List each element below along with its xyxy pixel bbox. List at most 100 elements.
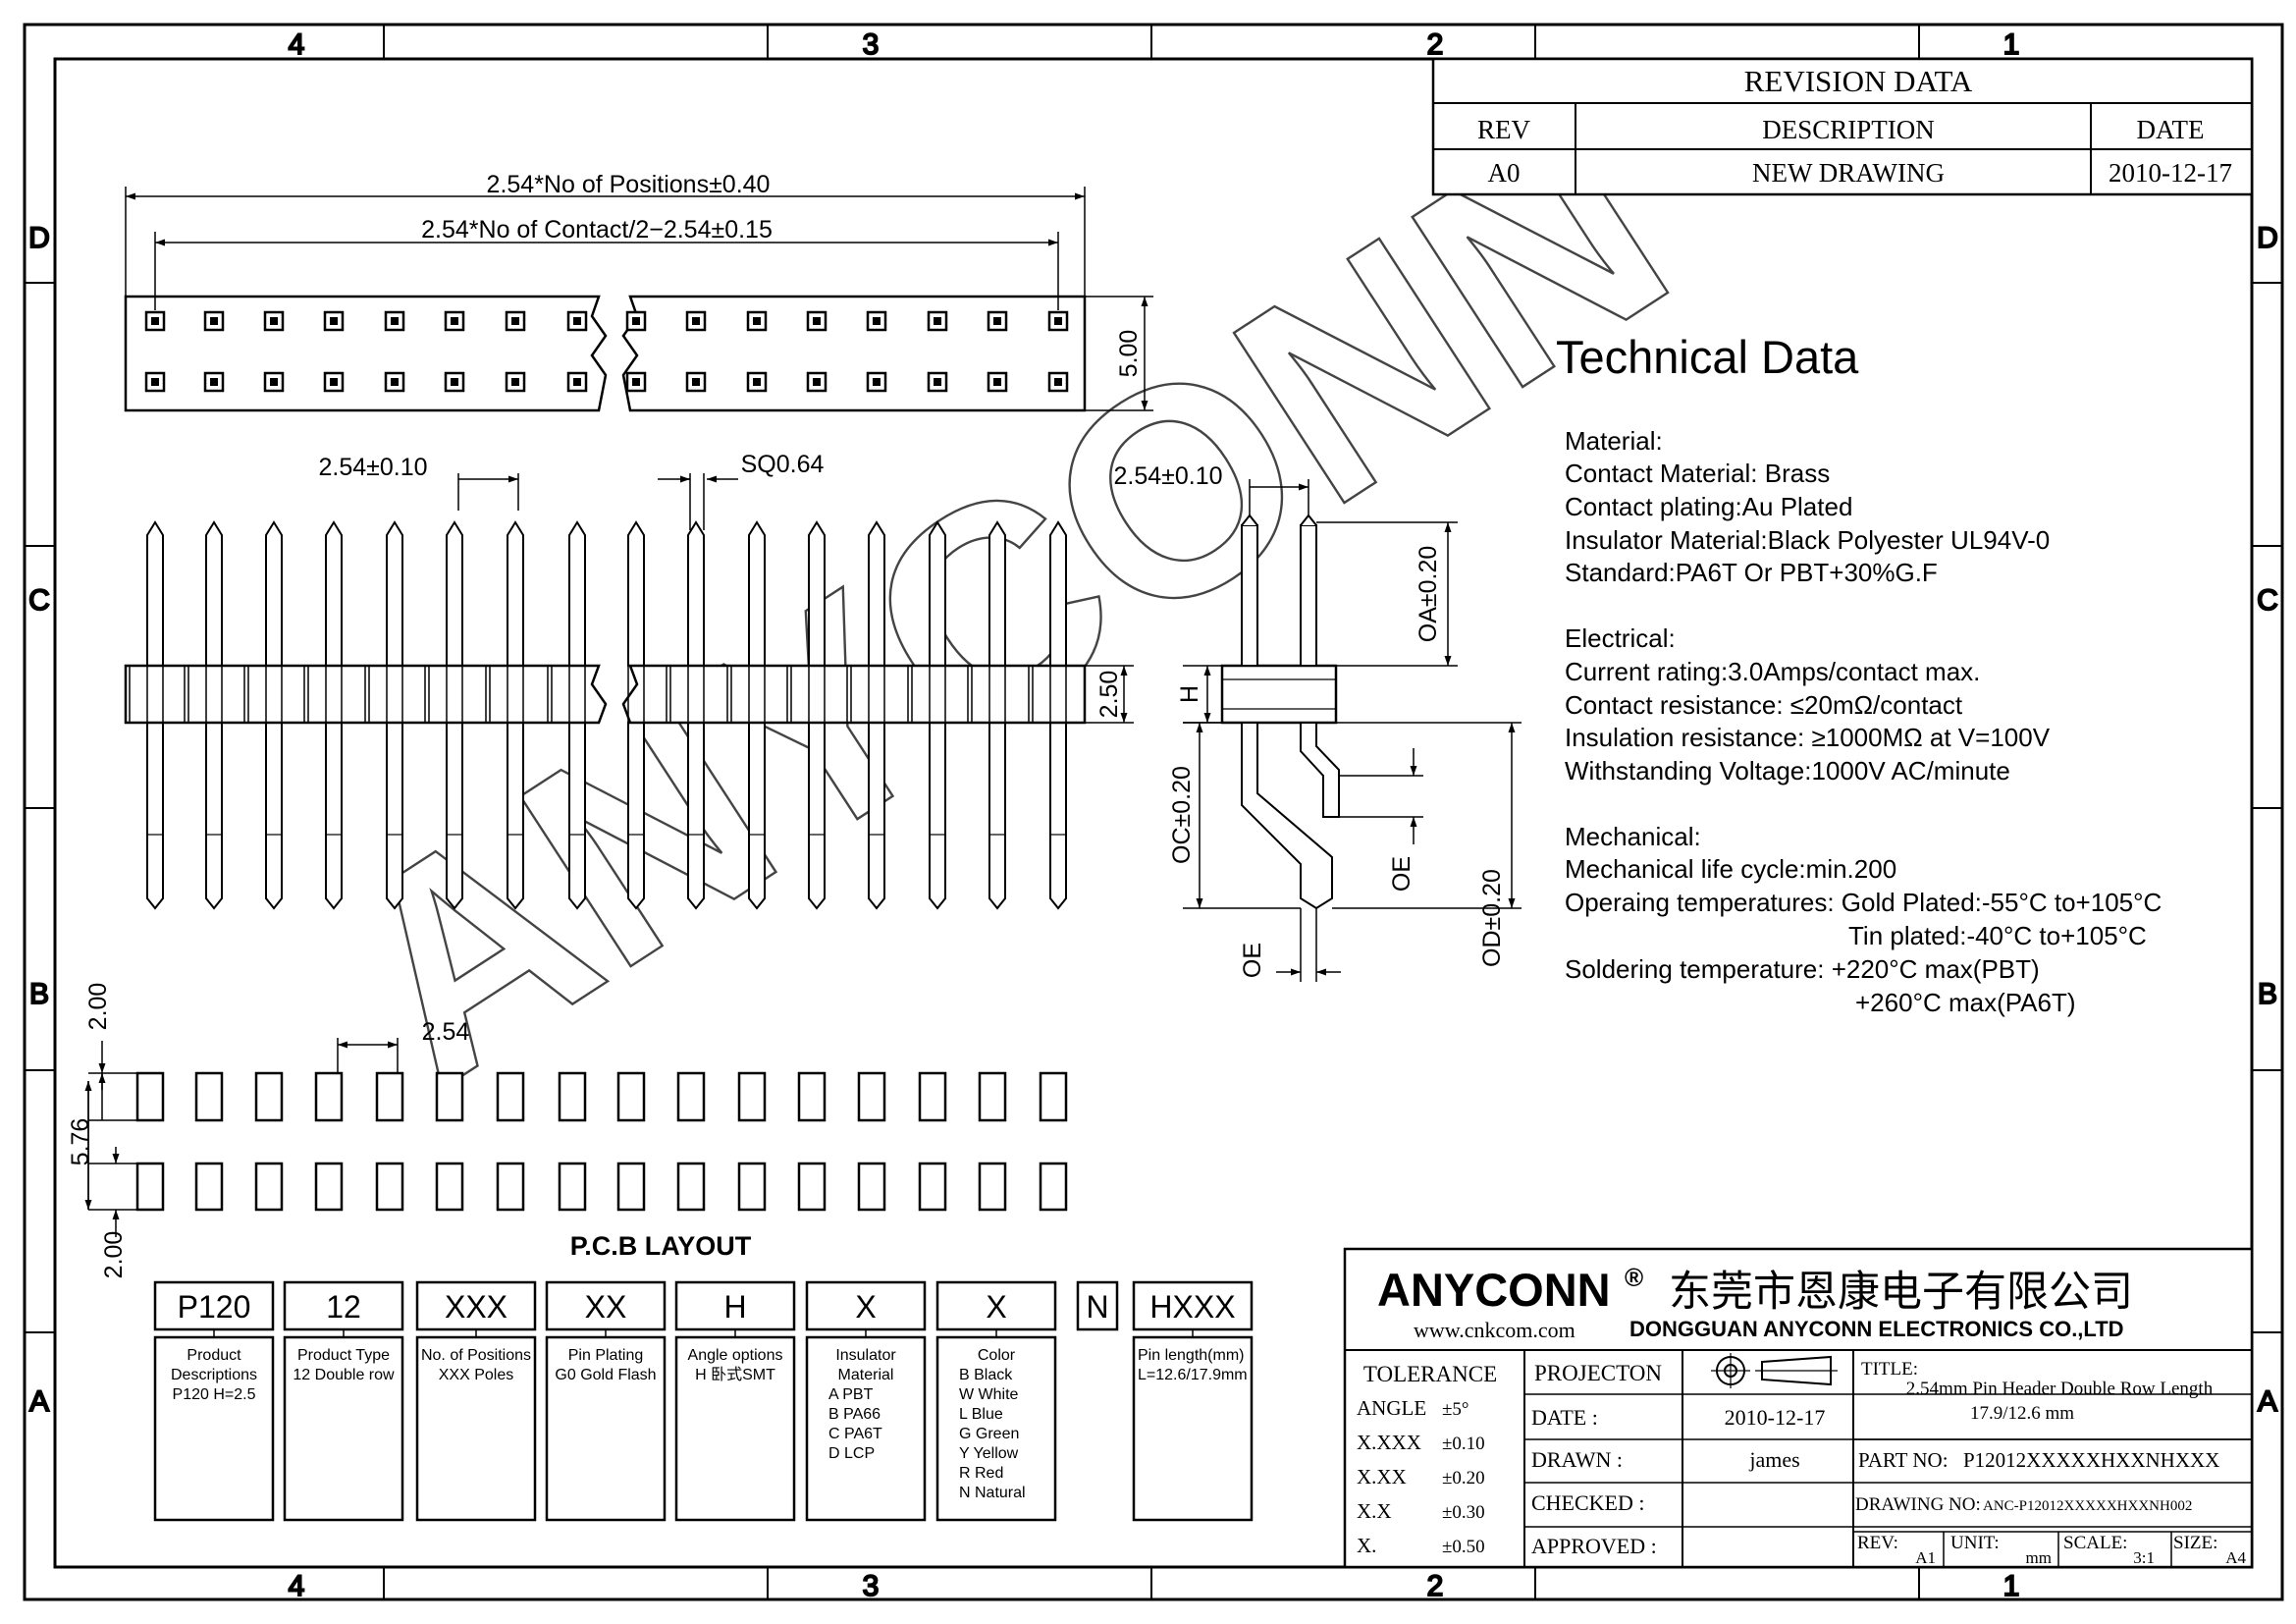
pin-upper bbox=[1049, 520, 1067, 667]
technical-data-line: Tin plated:-40°C to+105°C bbox=[1848, 921, 2147, 950]
part-code-value: X bbox=[986, 1289, 1006, 1325]
zone-row-label: D bbox=[2257, 222, 2278, 254]
projection-symbol-icon bbox=[1711, 1353, 1838, 1388]
tolerance-value: ±0.50 bbox=[1442, 1537, 1485, 1557]
pcb-pad bbox=[496, 1071, 525, 1122]
zone-row-label: C bbox=[28, 584, 50, 617]
zone-row-label: A bbox=[2258, 1385, 2277, 1418]
technical-data: Technical Data Material: Contact Material… bbox=[1556, 331, 2162, 1017]
pin-upper bbox=[988, 520, 1006, 667]
pin-lower bbox=[386, 722, 403, 910]
zone-column-label: 1 bbox=[2003, 28, 2020, 61]
technical-data-line: Material: bbox=[1565, 426, 1663, 456]
top-view-pad-hole bbox=[391, 378, 399, 386]
zone-column-label: 1 bbox=[2003, 1570, 2020, 1602]
technical-data-line: Contact Material: Brass bbox=[1565, 459, 1830, 488]
date-label: DATE : bbox=[1531, 1405, 1598, 1430]
top-view-pad-hole bbox=[692, 317, 700, 325]
size-value: A4 bbox=[2225, 1548, 2246, 1567]
pcb-pad bbox=[857, 1162, 886, 1212]
part-code-value: XXX bbox=[445, 1289, 507, 1325]
top-view-pad-hole bbox=[934, 378, 941, 386]
part-code-description-line: D LCP bbox=[828, 1445, 875, 1462]
pin-upper bbox=[687, 520, 705, 667]
part-code-description-line: R Red bbox=[959, 1465, 1003, 1482]
pcb-pad bbox=[918, 1071, 947, 1122]
pin-upper bbox=[446, 520, 463, 667]
body-height-dimension: 2.50 bbox=[1095, 671, 1123, 719]
pcb-pad bbox=[857, 1071, 886, 1122]
drawing-no-label: DRAWING NO: bbox=[1855, 1494, 1981, 1515]
description-value: NEW DRAWING bbox=[1752, 158, 1945, 188]
tolerance-label: TOLERANCE bbox=[1363, 1362, 1497, 1386]
tolerance-value: ±0.10 bbox=[1442, 1434, 1485, 1454]
pcb-pad bbox=[616, 1162, 646, 1212]
part-code-description-line: Y Yellow bbox=[959, 1445, 1019, 1462]
pcb-pad bbox=[737, 1162, 767, 1212]
pin-lower bbox=[808, 722, 826, 910]
pin-upper bbox=[748, 520, 766, 667]
technical-title: Technical Data bbox=[1556, 331, 1859, 383]
tolerance-key: X.X bbox=[1357, 1499, 1392, 1523]
part-code-description-line: L=12.6/17.9mm bbox=[1138, 1367, 1248, 1383]
top-view-pad-hole bbox=[1054, 317, 1062, 325]
technical-data-line: Mechanical life cycle:min.200 bbox=[1565, 854, 1896, 884]
top-view-pad-hole bbox=[632, 378, 640, 386]
tolerance-key: X. bbox=[1357, 1534, 1376, 1557]
tolerance-key: X.XX bbox=[1357, 1465, 1407, 1489]
part-code-description-line: Material bbox=[838, 1367, 894, 1383]
part-code-value: P120 bbox=[178, 1289, 251, 1325]
top-view-pad-hole bbox=[873, 378, 881, 386]
part-code-value: HXXX bbox=[1149, 1289, 1235, 1325]
top-view-pad-hole bbox=[451, 378, 458, 386]
top-view-pad-hole bbox=[573, 317, 581, 325]
tolerance-value: ±5° bbox=[1442, 1399, 1469, 1420]
top-view-pad-hole bbox=[692, 378, 700, 386]
part-code-description-line: Insulator bbox=[835, 1347, 896, 1364]
top-view-pad-hole bbox=[993, 317, 1001, 325]
top-view-pad-hole bbox=[511, 317, 519, 325]
tolerance-value: ±0.20 bbox=[1442, 1468, 1485, 1489]
pcb-pad bbox=[254, 1071, 284, 1122]
pcb-pad bbox=[558, 1162, 587, 1212]
height-dimension: 5.00 bbox=[1115, 330, 1143, 378]
part-code-value: H bbox=[723, 1289, 746, 1325]
pin-upper bbox=[146, 520, 164, 667]
pin-lower bbox=[1049, 722, 1067, 910]
pin-lower bbox=[568, 722, 586, 910]
rev-label: REV: bbox=[1857, 1533, 1898, 1553]
title-line-2: 17.9/12.6 mm bbox=[1970, 1403, 2074, 1424]
part-code-value: XX bbox=[585, 1289, 627, 1325]
part-code-value: 12 bbox=[326, 1289, 361, 1325]
inner-border bbox=[53, 57, 2254, 1569]
part-code-description-line: Descriptions bbox=[171, 1367, 257, 1383]
pcb-2-00-top: 2.00 bbox=[84, 983, 112, 1031]
drawing-no-value: ANC-P12012XXXXXHXXNH002 bbox=[1983, 1498, 2192, 1514]
side-view: 2.54±0.10 OA±0.20 H OC±0.20 OD±0.20 OE O… bbox=[1113, 462, 1522, 982]
technical-data-line: Mechanical: bbox=[1565, 822, 1701, 851]
pin-upper bbox=[325, 520, 343, 667]
part-code-description-line: H 卧式SMT bbox=[695, 1366, 775, 1383]
pcb-pad bbox=[676, 1071, 706, 1122]
pin-lower bbox=[507, 722, 524, 910]
pcb-5-76: 5.76 bbox=[67, 1118, 94, 1166]
size-label: SIZE: bbox=[2173, 1533, 2217, 1553]
pin-lower bbox=[205, 722, 223, 910]
part-code-description-line: C PA6T bbox=[828, 1426, 882, 1442]
part-no-label: PART NO: bbox=[1858, 1448, 1949, 1472]
pcb-layout-label: P.C.B LAYOUT bbox=[570, 1231, 752, 1261]
part-code-box bbox=[935, 1280, 1057, 1331]
zone-row-label: B bbox=[29, 978, 49, 1010]
top-view-pad-hole bbox=[934, 317, 941, 325]
pcb-pad bbox=[435, 1162, 464, 1212]
part-code-description-line: G Green bbox=[959, 1426, 1019, 1442]
top-view-pad-hole bbox=[210, 378, 218, 386]
contact-dimension: 2.54*No of Contact/2−2.54±0.15 bbox=[421, 216, 773, 244]
technical-data-line: Standard:PA6T Or PBT+30%G.F bbox=[1565, 558, 1938, 587]
pcb-pad bbox=[194, 1162, 224, 1212]
pcb-pad bbox=[435, 1071, 464, 1122]
technical-data-line: Insulation resistance: ≥1000MΩ at V=100V bbox=[1565, 723, 2051, 752]
technical-data-line: Contact resistance: ≤20mΩ/contact bbox=[1565, 690, 1963, 720]
top-view-pad-hole bbox=[210, 317, 218, 325]
part-code-description-line: No. of Positions bbox=[421, 1347, 531, 1364]
